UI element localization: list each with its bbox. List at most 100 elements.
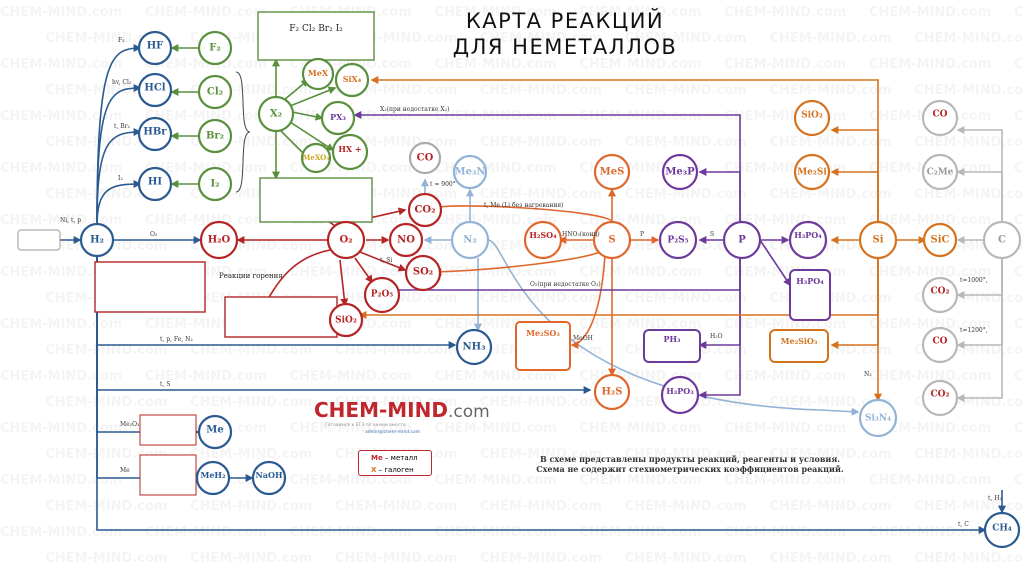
node-ph3 (643, 329, 701, 363)
label-co: CO (417, 153, 434, 164)
node-s (592, 220, 632, 260)
label-p2o5: P₂O₅ (371, 290, 394, 300)
label-t-p-fe-n2: t, p, Fe, N₂ (160, 336, 193, 343)
nodes (17, 30, 1022, 549)
label-p: P (738, 235, 746, 246)
node-h2s (593, 373, 631, 411)
label-hcl: HCl (144, 83, 165, 94)
legend-me-desc: – металл (382, 454, 418, 462)
label-me-edge: Me (120, 467, 130, 474)
label-x2: X₂ (270, 109, 282, 120)
label-t-1200: t=1200°, (960, 327, 988, 334)
note-line-1: В схеме представлены продукты реакций, р… (539, 454, 841, 464)
label-sio2-red: SiO₂ (335, 316, 357, 326)
halogen-series: F₂ Cl₂ Br₂ I₂ (289, 24, 343, 34)
label-t-h2: t, H₂ (988, 495, 1002, 502)
legend-x: X (371, 466, 377, 474)
note-line-2: Схема не содержит стехиометрических коэф… (536, 464, 844, 474)
label-ni-t-p: Ni, t, p (60, 217, 81, 224)
label-o2-edge: O₂ (150, 231, 158, 238)
node-naoh (251, 460, 287, 496)
node-mex (301, 57, 335, 91)
label-n2: N₂ (463, 235, 477, 246)
label-co2: CO₂ (414, 205, 435, 216)
label-hx: HX + (338, 144, 361, 154)
combustion-info-box (94, 261, 206, 313)
label-hv-cl2: hv, Cl₂ (112, 79, 132, 86)
node-h2 (79, 222, 115, 258)
brand-logo: CHEM-MIND.com (314, 398, 490, 422)
node-no (388, 222, 424, 258)
brand-email[interactable]: admin@chem-mind.com (365, 430, 421, 435)
node-labels: H₂ HF HCl HBr HI F₂ Cl₂ Br₂ I₂ X₂ MeX Si… (90, 41, 1012, 534)
label-men: Me₃N (455, 167, 486, 178)
brand-name: CHEM-MIND (314, 398, 448, 422)
alkene-box (17, 229, 61, 251)
label-hf: HF (147, 41, 164, 52)
halogen-alkali-box (259, 177, 373, 223)
node-x2 (257, 95, 295, 133)
label-so2: SO₂ (413, 267, 433, 278)
label-t-s: t, S (160, 381, 170, 388)
label-mesi: Me₂Si (797, 168, 827, 178)
label-mes: MeS (600, 167, 625, 178)
label-si: Si (872, 235, 883, 246)
label-mewo: Me₂O₃ (120, 421, 140, 428)
label-i2-edge: I₂ (118, 175, 123, 182)
label-co2b: CO₂ (931, 287, 950, 297)
label-t-1000: t=1000°, (960, 277, 988, 284)
node-hbr (137, 116, 173, 152)
node-sic (922, 222, 958, 258)
label-t-c: t, C (958, 521, 969, 528)
label-h2: H₂ (90, 235, 104, 246)
node-n2 (450, 220, 490, 260)
label-p2s5: P₂S₅ (667, 236, 688, 246)
label-ph3: PH₃ (663, 334, 681, 344)
node-mesi (793, 153, 831, 191)
node-six4 (334, 62, 370, 98)
node-h2o (199, 220, 239, 260)
label-s-edge: S (710, 231, 714, 238)
node-so2 (404, 254, 442, 292)
label-combustion: Реакции горения (219, 272, 283, 280)
label-h2o-edge: H₂O (710, 333, 723, 340)
label-mesio3: Me₂SiO₃ (781, 336, 818, 346)
halogen-info-box (257, 11, 375, 61)
label-p-edge: P (640, 231, 644, 238)
label-no: NO (397, 235, 415, 246)
label-si3n4: Si₃N₄ (865, 414, 891, 424)
label-meio3: MeXO₃ (303, 153, 330, 162)
node-br2 (197, 118, 233, 154)
label-sic: SiC (931, 235, 950, 246)
label-hi: HI (148, 177, 162, 188)
page-title: КАРТА РЕАКЦИЙ ДЛЯ НЕМЕТАЛЛОВ (450, 8, 680, 60)
label-co2c: CO₂ (931, 390, 950, 400)
node-me2so3 (515, 321, 571, 371)
label-mex: MeX (308, 68, 329, 78)
oxide-info-box (224, 296, 338, 338)
node-sio2-red (328, 302, 364, 338)
node-mep (661, 153, 699, 191)
label-me2so3: Me₂SO₃ (526, 328, 560, 338)
node-co2 (407, 192, 443, 228)
legend-me: Me (371, 454, 383, 462)
node-hi (137, 166, 173, 202)
carbon-edges (956, 126, 1003, 402)
label-nh3: NH₃ (463, 342, 486, 353)
node-i2 (197, 166, 233, 202)
title-line-2: ДЛЯ НЕМЕТАЛЛОВ (452, 35, 678, 59)
label-f2: F₂ (209, 43, 220, 54)
node-co (408, 141, 442, 175)
node-hx (331, 133, 369, 171)
node-ch4 (983, 511, 1021, 549)
node-coh2 (921, 326, 959, 364)
label-i2: I₂ (210, 179, 219, 190)
node-o2 (326, 220, 366, 260)
label-br2: Br₂ (206, 131, 224, 142)
label-o2-hl: O₂(при недостатке O₂) (530, 281, 601, 288)
label-t-me-li: t, Me (Li без нагревания) (484, 202, 564, 209)
bracket (235, 71, 251, 193)
label-six4: SiX₄ (343, 74, 362, 84)
node-nh3 (455, 328, 493, 366)
